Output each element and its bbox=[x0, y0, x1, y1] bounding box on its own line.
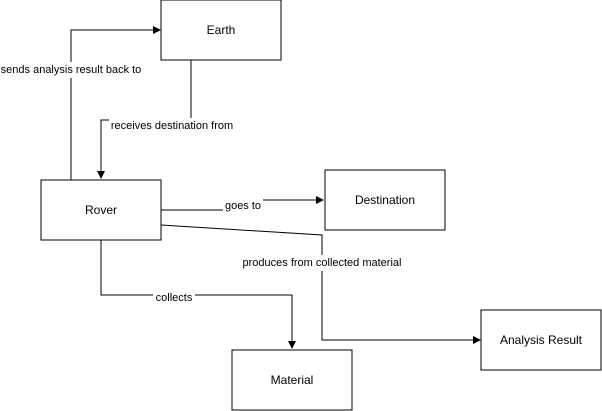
edge-label-text: produces from collected material bbox=[243, 257, 402, 269]
node-analysis-result[interactable]: Analysis Result bbox=[480, 309, 602, 371]
edge-label-text: sends analysis result back to bbox=[1, 64, 142, 76]
edge-rover-to-material bbox=[100, 240, 296, 349]
edge-label-text: goes to bbox=[225, 200, 261, 212]
edge-rover-to-earth bbox=[70, 26, 161, 180]
edge-label-text: receives destination from bbox=[111, 120, 233, 132]
node-label: Material bbox=[271, 373, 314, 387]
edge-label-earth-to-rover: receives destination from bbox=[109, 118, 236, 134]
edge-label-rover-to-analysis: produces from collected material bbox=[241, 255, 403, 271]
node-label: Analysis Result bbox=[500, 333, 583, 347]
edge-rover-to-analysis bbox=[160, 224, 481, 344]
node-destination[interactable]: Destination bbox=[324, 169, 446, 231]
node-label: Rover bbox=[85, 203, 117, 217]
node-rover[interactable]: Rover bbox=[40, 179, 162, 241]
edge-label-rover-to-earth: sends analysis result back to bbox=[1, 62, 142, 78]
node-earth[interactable]: Earth bbox=[160, 0, 282, 61]
node-material[interactable]: Material bbox=[231, 349, 353, 411]
node-label: Earth bbox=[207, 23, 236, 37]
edge-label-rover-to-destination: goes to bbox=[223, 198, 263, 214]
edge-label-text: collects bbox=[156, 292, 193, 304]
node-label: Destination bbox=[355, 193, 415, 207]
edge-label-rover-to-material: collects bbox=[153, 290, 195, 306]
